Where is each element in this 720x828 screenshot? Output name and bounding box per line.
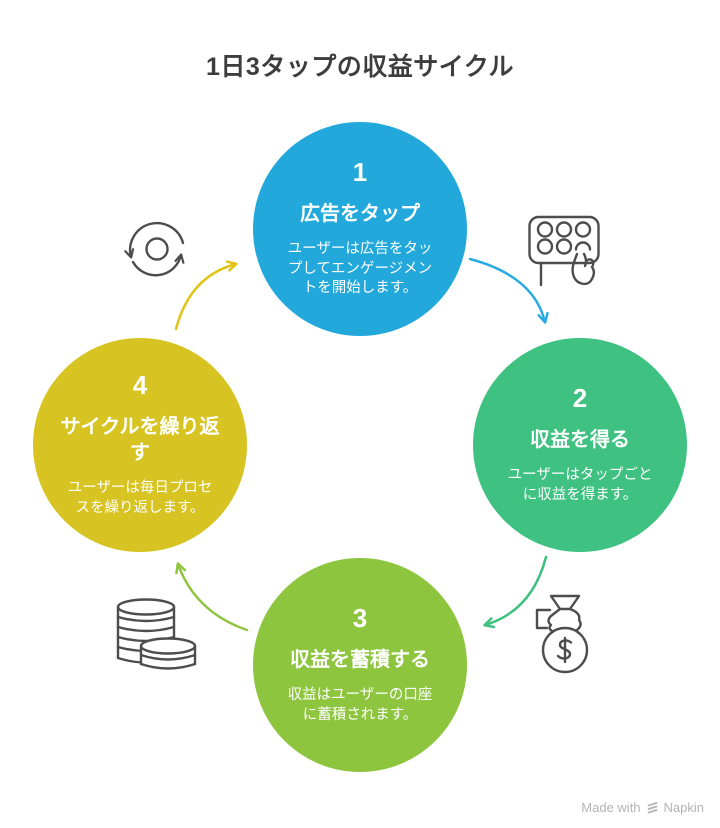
refresh-icon (124, 221, 185, 277)
step-number: 4 (132, 369, 148, 400)
napkin-credit[interactable]: Made with Napkin (581, 800, 704, 815)
step-title: 広告をタップ (300, 203, 420, 226)
coins-icon (116, 598, 197, 670)
step-number: 3 (352, 602, 368, 633)
money-bag-icon (535, 594, 589, 674)
step-number: 2 (572, 382, 588, 413)
made-with-label: Made with (581, 800, 641, 815)
napkin-brand-label: Napkin (663, 800, 704, 815)
step-circle-3: 3 収益を蓄積する 収益はユーザーの口座 に蓄積されます。 (253, 558, 467, 772)
arrow-step2-to-step3 (483, 555, 548, 629)
tap-keypad-icon (528, 215, 600, 287)
step-description: ユーザーはタップごと に収益を得ます。 (507, 466, 653, 503)
step-circle-4: 4 サイクルを繰り返 す ユーザーは毎日プロセ スを繰り返します。 (33, 338, 247, 552)
page-title: 1日3タップの収益サイクル (205, 53, 515, 81)
step-circle-1: 1 広告をタップ ユーザーは広告をタッ プしてエンゲージメン トを開始します。 (253, 122, 467, 336)
step-title: 収益を蓄積する (290, 648, 430, 671)
arrow-step3-to-step4 (175, 562, 249, 632)
step-title: 収益を得る (530, 428, 630, 451)
step-number: 1 (352, 157, 368, 188)
step-description: ユーザーは広告をタッ プしてエンゲージメン トを開始します。 (287, 241, 433, 297)
arrow-step1-to-step2 (468, 257, 549, 324)
arrow-step4-to-step1 (174, 260, 238, 331)
step-description: ユーザーは毎日プロセ スを繰り返します。 (67, 479, 213, 516)
step-description: 収益はユーザーの口座 に蓄積されます。 (287, 686, 433, 723)
step-circle-2: 2 収益を得る ユーザーはタップごと に収益を得ます。 (473, 338, 687, 552)
napkin-logo-icon (647, 801, 657, 813)
step-title: サイクルを繰り返 す (60, 415, 220, 464)
